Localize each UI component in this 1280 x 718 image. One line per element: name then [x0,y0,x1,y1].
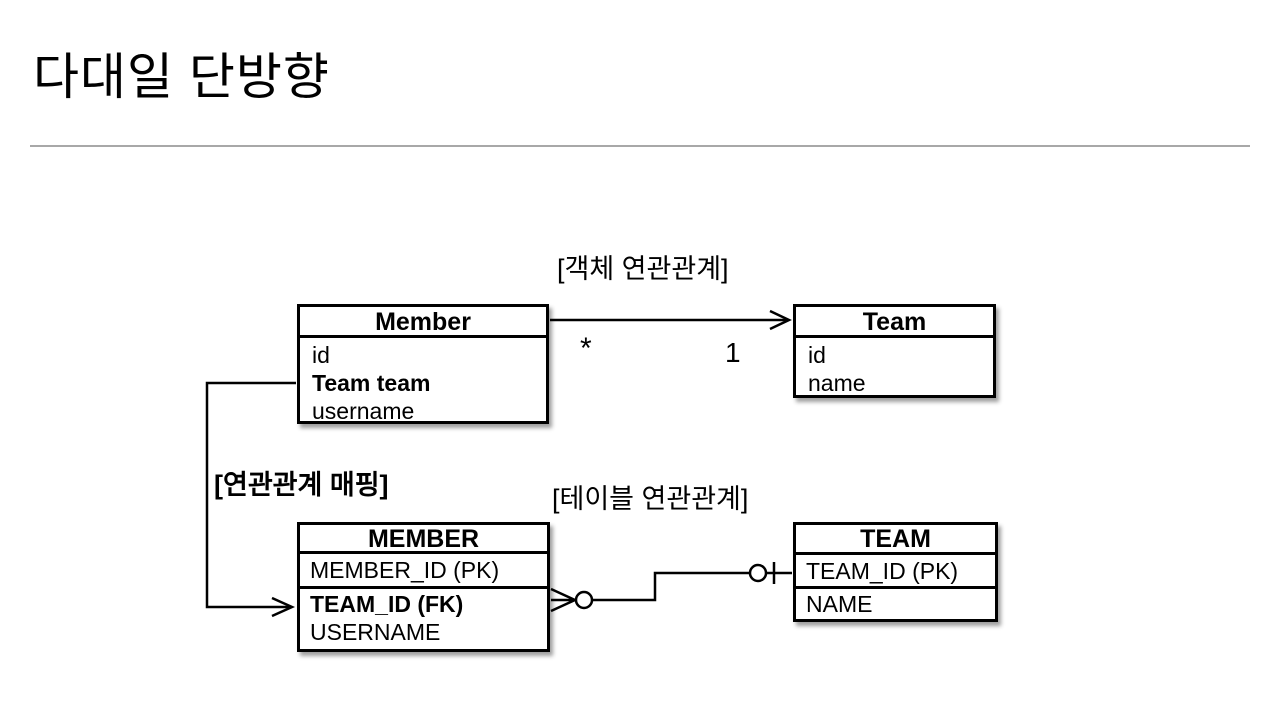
member-table-box: MEMBER MEMBER_ID (PK) TEAM_ID (FK) USERN… [297,522,550,652]
page-title: 다대일 단방향 [33,49,330,105]
crow-foot-many-icon [550,587,576,613]
team-table-box: TEAM TEAM_ID (PK) NAME [793,522,998,622]
member-field-username: username [312,398,415,424]
optional-circle-icon [574,590,594,610]
mapping-label: [연관관계 매핑] [214,470,389,500]
team-class-title: Team [796,307,993,338]
member-class-box: Member id Team team username [297,304,549,424]
team-table-title: TEAM [796,525,995,555]
optional-circle-icon [748,563,768,583]
table-relation-connector [550,562,792,613]
multiplicity-one-label: 1 [725,337,741,368]
team-table-pk: TEAM_ID (PK) [796,555,995,589]
member-table-username: USERNAME [310,619,441,645]
member-field-team: Team team [312,370,431,396]
team-table-name: NAME [806,591,873,617]
member-field-id: id [312,342,330,368]
table-relation-label: [테이블 연관관계] [552,484,749,514]
member-table-pk: MEMBER_ID (PK) [300,554,547,589]
team-field-id: id [808,342,826,368]
title-divider [30,145,1250,147]
member-table-title: MEMBER [300,525,547,554]
team-class-box: Team id name [793,304,996,398]
multiplicity-many-label: * [580,332,592,365]
arrowhead-right-icon [769,309,792,331]
member-class-title: Member [300,307,546,338]
object-association-arrow [550,309,792,331]
team-field-name: name [808,370,866,396]
member-table-fk: TEAM_ID (FK) [310,591,464,617]
arrowhead-right-icon [271,596,296,618]
object-relation-label: [객체 연관관계] [557,254,729,284]
